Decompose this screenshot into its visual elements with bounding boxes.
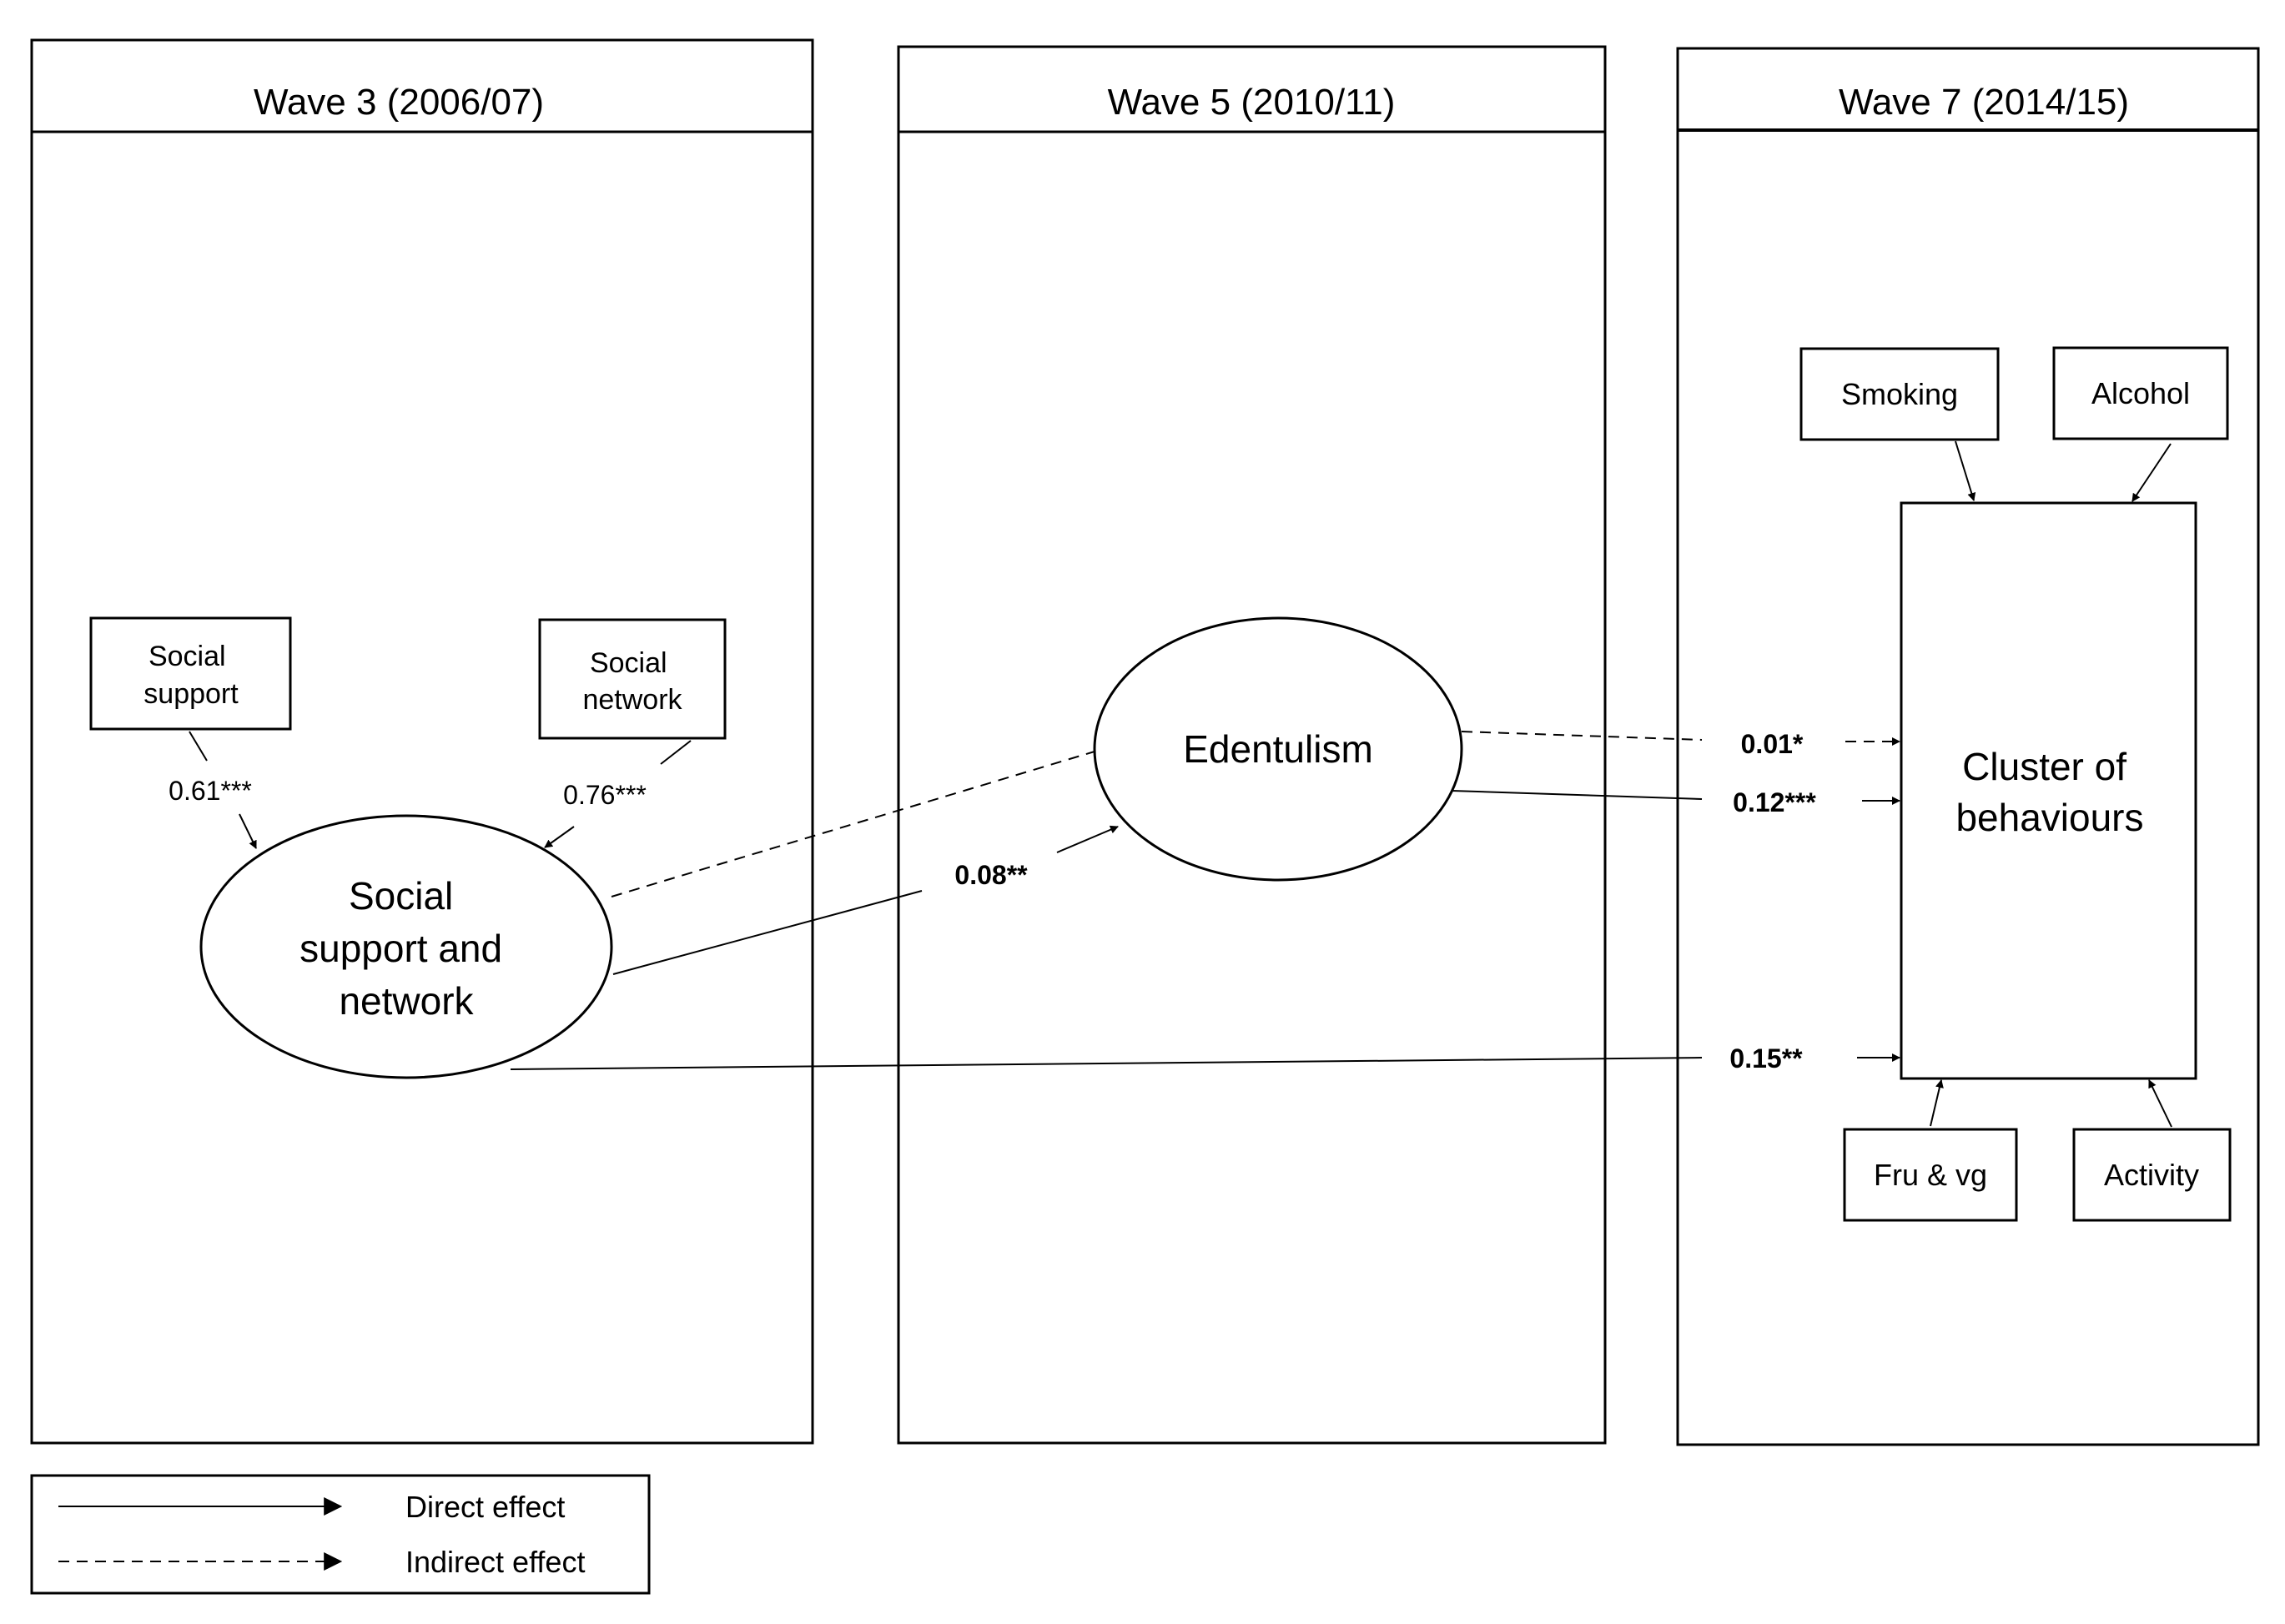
social-network-loading-coef: 0.76*** (563, 780, 647, 810)
fruveg-label: Fru & vg (1874, 1158, 1987, 1192)
wave-5-title: Wave 5 (2010/11) (1108, 82, 1396, 123)
wave-5-panel: Wave 5 (2010/11) (897, 45, 1607, 1445)
wave-3-title: Wave 3 (2006/07) (254, 82, 544, 123)
alcohol-indicator: Alcohol (2052, 346, 2229, 440)
social-network-loading-path: 0.76*** (544, 740, 692, 848)
alcohol-label: Alcohol (2091, 376, 2190, 410)
social-support-indicator: Social support (89, 616, 292, 731)
legend-direct-label: Direct effect (405, 1490, 565, 1524)
cluster-label-line2: behaviours (1955, 796, 2143, 839)
edentulism-node: Edentulism (1093, 616, 1463, 882)
latent-social-line3: network (339, 979, 474, 1023)
social-to-cluster-direct-path: 0.15** (510, 1043, 1900, 1073)
social-support-label-line2: support (143, 678, 239, 710)
edentulism-to-cluster-indirect-path: 0.01* (1461, 729, 1900, 759)
svg-text:Social support: Social support (143, 641, 239, 710)
social-support-label-line1: Social (148, 641, 226, 672)
latent-social-line1: Social (349, 874, 453, 918)
wave-7-panel: Wave 7 (2014/15) (1676, 47, 2260, 1446)
social-to-edentulism-indirect-path (611, 751, 1095, 897)
social-to-edentulism-direct-path: 0.08** (612, 825, 1119, 975)
social-to-cluster-direct-coef: 0.15** (1729, 1043, 1803, 1073)
cluster-label-line1: Cluster of (1962, 745, 2126, 788)
social-network-indicator: Social network (538, 618, 727, 740)
wave-3-panel: Wave 3 (2006/07) (30, 38, 814, 1445)
edentulism-to-cluster-indirect-coef: 0.01* (1741, 729, 1804, 759)
social-to-edentulism-coef: 0.08** (954, 860, 1028, 890)
social-support-loading-path: 0.61*** (169, 731, 257, 849)
alcohol-path (2131, 443, 2172, 502)
edentulism-label: Edentulism (1183, 727, 1373, 771)
social-support-loading-coef: 0.61*** (169, 776, 252, 806)
edentulism-to-cluster-direct-path: 0.12*** (1451, 787, 1900, 817)
latent-social-line2: support and (299, 927, 502, 970)
svg-text:Social network: Social network (582, 647, 682, 716)
legend-indirect-label: Indirect effect (405, 1545, 585, 1579)
smoking-path (1955, 440, 1976, 501)
legend: Direct effect Indirect effect (30, 1474, 651, 1595)
svg-text:Social support and: Social support and network (299, 874, 513, 1023)
smoking-label: Smoking (1841, 377, 1958, 411)
svg-text:Cluster of behaviours: Cluster of behaviours (1955, 745, 2143, 839)
activity-label: Activity (2104, 1158, 2199, 1192)
social-network-label-line1: Social (590, 647, 667, 679)
activity-indicator: Activity (2072, 1128, 2232, 1222)
edentulism-to-cluster-direct-coef: 0.12*** (1733, 787, 1816, 817)
activity-path (2148, 1079, 2172, 1128)
smoking-indicator: Smoking (1799, 347, 2000, 441)
fruveg-indicator: Fru & vg (1843, 1128, 2018, 1222)
social-support-network-latent: Social support and network (199, 814, 613, 1079)
fruveg-path (1930, 1079, 1944, 1127)
wave-7-title: Wave 7 (2014/15) (1839, 82, 2129, 123)
social-network-label-line2: network (582, 684, 682, 716)
cluster-of-behaviours-node: Cluster of behaviours (1900, 501, 2197, 1080)
